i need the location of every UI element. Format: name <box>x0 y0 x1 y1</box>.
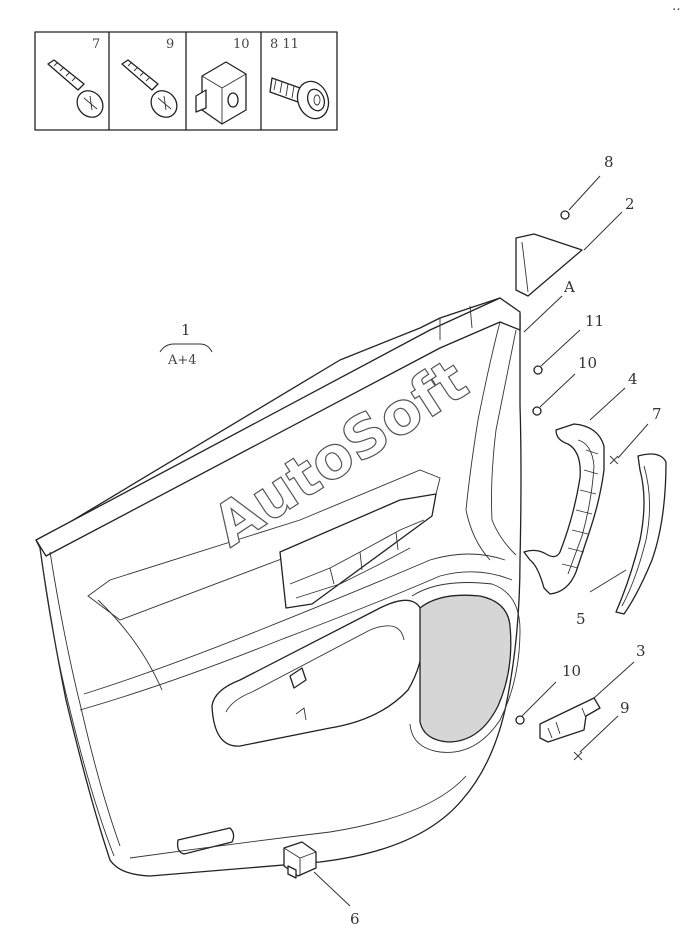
handle-cover-strip <box>615 453 667 615</box>
legend-label-clip-8-11: 8 11 <box>270 37 299 52</box>
legend-label-screw-7: 7 <box>92 37 100 52</box>
screw-icon <box>47 59 104 118</box>
leader-lines <box>159 175 649 907</box>
callout-a: A <box>563 278 575 296</box>
nut-10-upper-marker <box>532 406 542 416</box>
mirror-corner-cover <box>515 233 583 297</box>
corner-mark: ‥ <box>672 0 681 14</box>
speaker-grille <box>419 594 512 743</box>
screw-icon <box>121 59 178 118</box>
grab-handle <box>523 423 605 595</box>
callout-10-upper: 10 <box>578 354 597 372</box>
callout-4: 4 <box>628 370 638 388</box>
legend-label-screw-9: 9 <box>166 37 174 52</box>
screw-7-marker <box>609 455 619 465</box>
door-switch <box>283 841 317 879</box>
callout-10-lower: 10 <box>562 662 581 680</box>
clip-nut-icon <box>195 61 247 125</box>
push-clip-icon <box>269 77 330 120</box>
callout-1: 1 <box>181 321 191 339</box>
callout-3: 3 <box>636 642 646 660</box>
callout-9: 9 <box>620 699 630 717</box>
legend-label-nut-10: 10 <box>233 37 250 52</box>
fastener-legend: 7 9 10 8 11 <box>34 31 338 131</box>
callout-5: 5 <box>576 610 586 628</box>
callout-8: 8 <box>604 153 614 171</box>
nut-10-lower-marker <box>515 715 525 725</box>
callout-1-sub: A+4 <box>167 353 197 368</box>
callout-11: 11 <box>585 312 604 330</box>
clip-11-marker <box>533 365 543 375</box>
callout-2: 2 <box>625 195 635 213</box>
clip-8-marker <box>560 210 570 220</box>
callout-7: 7 <box>652 405 662 423</box>
callout-6: 6 <box>350 910 360 928</box>
lock-bracket <box>539 697 601 743</box>
screw-9-marker <box>573 751 583 761</box>
door-trim-panel <box>35 297 522 877</box>
